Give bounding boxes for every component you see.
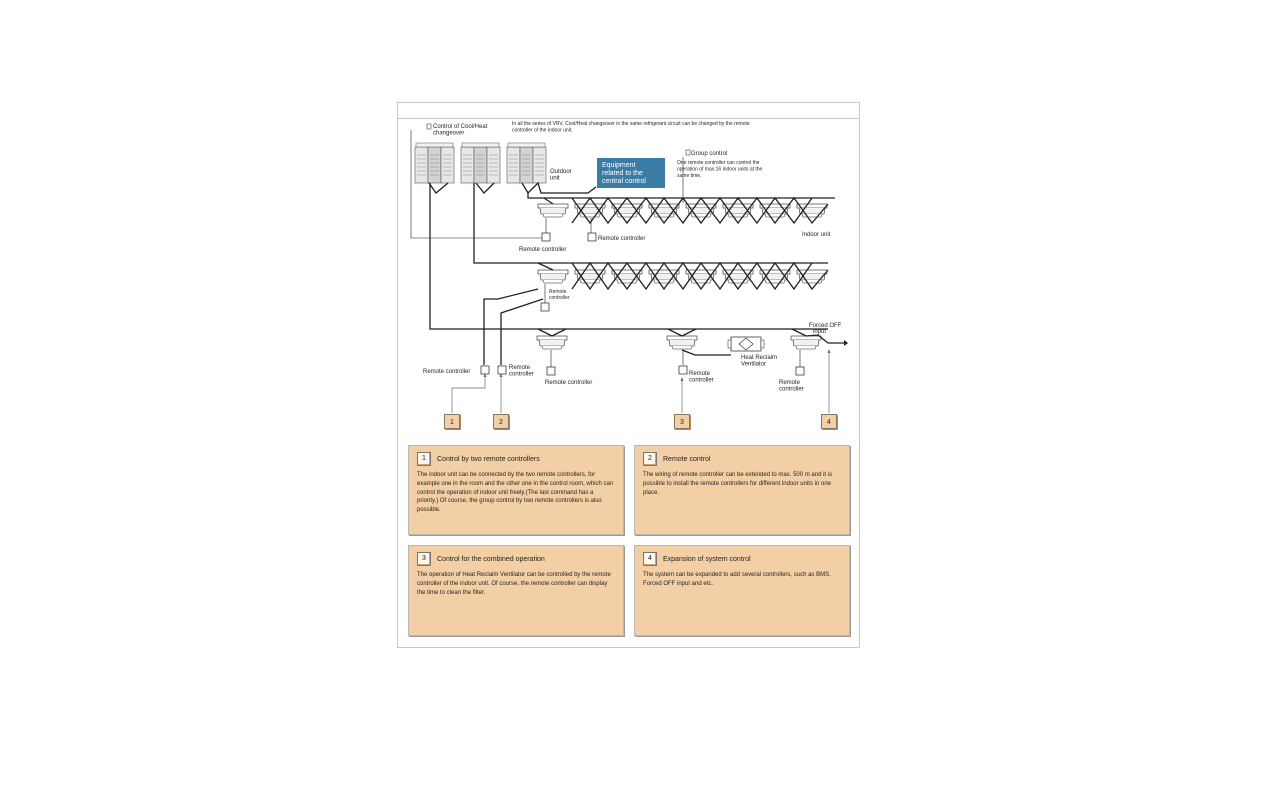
card-1-body: The indoor unit can be connected by the … [417, 472, 614, 514]
row2-rc-label: Remote controller [549, 289, 570, 301]
indoor-unit-label: Indoor unit [802, 232, 831, 238]
central-line-3: central control [602, 178, 646, 185]
rc-tag2 [497, 365, 507, 375]
row3-rc3-line-2: controller [779, 387, 804, 393]
heat-reclaim-label: Heat Reclaim Ventilator [741, 355, 779, 368]
intro-line-2: controller of the indoor unit. [512, 128, 573, 134]
row1-rc-label-a: Remote controller [519, 247, 566, 253]
group-control-text: One remote controller can control the op… [677, 160, 764, 179]
row1-rc-label-b: Remote controller [598, 236, 645, 242]
card-3-body: The operation of Heat Reclaim Ventilator… [417, 572, 611, 596]
forced-off-line-1: Forced OFF [809, 323, 842, 329]
row1-remote-controller-b [587, 232, 597, 242]
card-1-title: Control by two remote controllers [437, 455, 540, 463]
header-rule [398, 118, 859, 119]
card-3-title: Control for the combined operation [437, 555, 545, 563]
central-line-2: related to the [602, 170, 643, 177]
rc-tag1-label: Remote controller [423, 369, 470, 375]
remote-controller-runs [483, 288, 544, 365]
cool-heat-line-1: Control of Cool/Heat [433, 124, 488, 130]
card-2: 2 Remote control The wiring of remote co… [634, 445, 850, 535]
card-4-number: 4 [643, 552, 657, 566]
central-line-1: Equipment [602, 162, 636, 169]
row2-remote-controller [540, 302, 550, 312]
row3-remote-controller-1 [546, 366, 556, 376]
outdoor-unit-3 [506, 142, 547, 184]
hrv-line-2: Ventilator [741, 362, 766, 368]
forced-off-line-2: input [813, 329, 826, 335]
row1-main-line [527, 193, 835, 199]
group-control-title: Group control [691, 151, 727, 157]
card-2-number: 2 [643, 452, 657, 466]
diagram-page: In all the series of VRV, Cool/Heat chan… [397, 102, 860, 648]
group-line-1: One remote controller can control the [677, 160, 760, 166]
row3-indoor-unit-2 [666, 335, 698, 350]
tag-4: 4 [821, 414, 837, 429]
system-diagram: In all the series of VRV, Cool/Heat chan… [410, 121, 848, 413]
cool-heat-wire [410, 130, 543, 239]
row3-indoor-unit-3 [790, 335, 822, 350]
row3-rc2-line-2: controller [689, 378, 714, 384]
card-4-body: The system can be expanded to add severa… [643, 572, 831, 587]
card-3: 3 Control for the combined operation The… [408, 545, 624, 636]
central-control-label: Equipment related to the central control [602, 162, 646, 185]
row3-remote-controller-3 [795, 366, 805, 376]
tag-1: 1 [444, 414, 460, 429]
rc-tag2-line-1: Remote [509, 365, 531, 371]
tag-2: 2 [493, 414, 509, 429]
group-line-3: same time. [677, 173, 701, 179]
intro-text: In all the series of VRV, Cool/Heat chan… [512, 121, 751, 134]
row2-rc-line-1: Remote [549, 289, 567, 295]
card-1: 1 Control by two remote controllers The … [408, 445, 624, 535]
rc-tag1 [480, 365, 490, 375]
row3-rc3-line-1: Remote [779, 380, 801, 386]
tag-3: 3 [674, 414, 690, 429]
row2-crosslinks [537, 261, 829, 291]
hrv-line-1: Heat Reclaim [741, 355, 777, 361]
row3-remote-controller-2 [678, 365, 688, 375]
card-3-number: 3 [417, 552, 431, 566]
cool-heat-label: Control of Cool/Heat changeover [433, 124, 489, 137]
group-line-2: operation of max.16 indoor units at the [677, 167, 763, 173]
card-4-title: Expansion of system control [663, 555, 751, 563]
row1-crosslinks [543, 196, 829, 225]
heat-reclaim-ventilator [727, 336, 765, 352]
card-1-number: 1 [417, 452, 431, 466]
outdoor-unit-2 [460, 142, 501, 184]
row3-rc2-line-1: Remote [689, 371, 711, 377]
cool-heat-line-2: changeover [433, 131, 464, 137]
intro-line-1: In all the series of VRV, Cool/Heat chan… [512, 121, 750, 127]
outdoor-unit-label: Outdoor unit [550, 169, 573, 182]
row2-main-line [473, 183, 828, 264]
row3-rc-label-3: Remote controller [779, 380, 804, 393]
row3-rc-label-1: Remote controller [545, 380, 592, 386]
outdoor-line-2: unit [550, 176, 560, 182]
outdoor-wire [428, 181, 597, 195]
callout-1 [451, 375, 486, 413]
central-control-box [597, 158, 665, 188]
outdoor-line-1: Outdoor [550, 169, 572, 175]
forced-off-label: Forced OFF input [809, 323, 843, 335]
rc-tag2-label: Remote controller [509, 365, 534, 378]
rc-tag2-line-2: controller [509, 372, 534, 378]
card-2-body: The wiring of remote controller can be e… [643, 472, 833, 496]
row1-remote-controller-a [541, 232, 551, 242]
outdoor-unit-1 [414, 142, 455, 184]
card-4: 4 Expansion of system control The system… [634, 545, 850, 636]
row2-rc-line-2: controller [549, 295, 570, 301]
row3-rc-label-2: Remote controller [689, 371, 714, 384]
row3-indoor-unit-1 [536, 335, 568, 350]
card-2-title: Remote control [663, 455, 711, 463]
